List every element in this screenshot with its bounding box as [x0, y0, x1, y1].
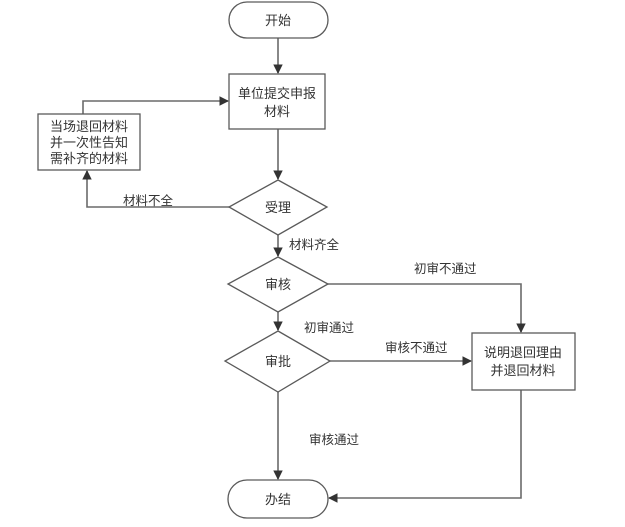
node-explain-return: 说明退回理由 并退回材料: [471, 332, 576, 391]
node-start: 开始: [228, 1, 329, 39]
edges: [82, 38, 526, 503]
node-review: 审核: [226, 256, 330, 313]
node-explain-return-label-line2: 并退回材料: [490, 364, 555, 379]
node-end-label: 办结: [265, 493, 291, 508]
edge-label-prelim-fail: 初审不通过: [414, 261, 477, 276]
node-submit-label-line2: 材料: [264, 105, 290, 120]
edge-return-now-to-submit: [82, 96, 229, 114]
edge-label-review-fail: 审核不通过: [385, 340, 448, 355]
process-shape: [471, 332, 576, 391]
terminal-shape: [227, 479, 329, 519]
node-return-now-label-line1: 当场退回材料: [50, 120, 128, 135]
node-approve-label: 审批: [265, 355, 291, 370]
edge-label-review-pass: 审核通过: [309, 432, 360, 447]
decision-shape: [223, 330, 332, 393]
node-accept: 受理: [227, 179, 329, 236]
node-end: 办结: [227, 479, 329, 519]
node-return-now-label-line3: 需补齐的材料: [50, 151, 128, 167]
node-review-label: 审核: [265, 278, 291, 293]
edge-review-to-explain-return: [328, 283, 526, 333]
node-approve: 审批: [223, 330, 332, 393]
edge-label-incomplete: 材料不全: [123, 193, 174, 208]
process-shape: [228, 73, 326, 130]
node-start-label: 开始: [265, 14, 291, 29]
process-shape: [37, 113, 141, 171]
node-submit-label-line1: 单位提交申报: [238, 86, 316, 102]
decision-shape: [227, 179, 329, 236]
node-explain-return-label-line1: 说明退回理由: [484, 346, 562, 361]
node-return-now: 当场退回材料 并一次性告知 需补齐的材料: [37, 113, 141, 171]
edge-labels: 材料不全 材料齐全 初审不通过 初审通过 审核不通过 审核通过: [123, 193, 477, 447]
node-accept-label: 受理: [265, 201, 291, 216]
node-submit: 单位提交申报 材料: [228, 73, 326, 130]
edge-label-complete: 材料齐全: [289, 237, 340, 252]
decision-shape: [226, 256, 330, 313]
terminal-shape: [228, 1, 329, 39]
edge-label-prelim-pass: 初审通过: [304, 320, 355, 335]
node-return-now-label-line2: 并一次性告知: [50, 135, 128, 151]
edge-accept-to-return-now: [82, 170, 229, 208]
edge-explain-return-to-end: [328, 390, 522, 503]
